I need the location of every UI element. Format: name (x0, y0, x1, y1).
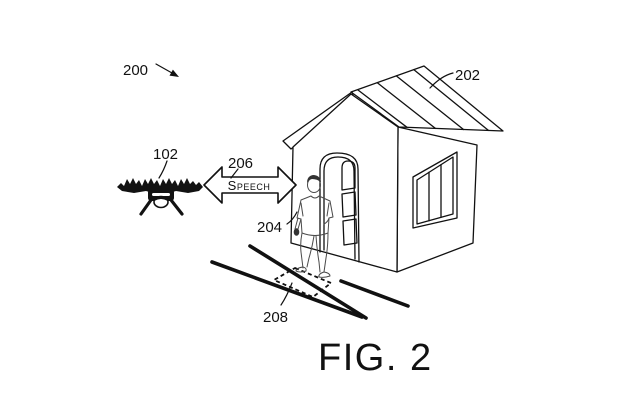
house-front-wall (290, 93, 399, 273)
reference-label-208: 208 (263, 309, 288, 326)
drone-icon (117, 178, 203, 216)
drone-rotors (117, 178, 203, 194)
roof-panel-line (395, 75, 465, 131)
person-right-hand (323, 217, 330, 225)
roof-panel-line (357, 89, 408, 128)
roof-panel-line (413, 68, 490, 132)
reference-200-pointer (155, 63, 179, 77)
reference-label-204: 204 (257, 219, 282, 236)
leader-line-202 (429, 72, 454, 89)
house-side-wall (396, 126, 478, 273)
leader-line-102 (158, 160, 168, 179)
window-outer-frame (412, 151, 458, 229)
path-edge-lower (210, 260, 364, 319)
leader-line-200 (155, 63, 173, 74)
double-headed-arrow (203, 166, 297, 204)
person-left-foot (295, 266, 307, 273)
person-legs (300, 232, 329, 273)
drone-leg (139, 198, 153, 216)
house-illustration (282, 65, 504, 273)
reference-label-206: 206 (228, 155, 253, 172)
landing-pad (273, 267, 332, 298)
reference-label-202: 202 (455, 67, 480, 84)
reference-labels: 200 102 206 202 204 208 (123, 62, 480, 326)
leader-line-206 (230, 168, 239, 179)
leader-line-204 (286, 211, 298, 225)
person-illustration (293, 175, 334, 278)
roof-panel-line (376, 82, 437, 130)
door-outer-arch (319, 152, 360, 263)
person-sleeve-seams (300, 202, 330, 217)
reference-label-200: 200 (123, 62, 148, 79)
door-inner-arch (323, 156, 356, 260)
leader-line-208 (280, 282, 293, 306)
drone-leg (169, 198, 184, 216)
speech-arrow-label: Speech (228, 178, 271, 193)
house-roof (350, 65, 504, 132)
speech-arrow: Speech (203, 166, 297, 204)
leader-lines (155, 63, 454, 306)
person-hair (307, 175, 321, 183)
figure-caption: FIG. 2 (318, 337, 433, 379)
ground-lines (210, 244, 410, 320)
house-window (412, 151, 458, 229)
drone-camera-top (153, 197, 169, 201)
person-held-object (293, 228, 300, 236)
door-panel (342, 218, 358, 246)
drone-body-slit (152, 193, 170, 196)
arrowhead-200 (169, 69, 179, 77)
reference-label-102: 102 (153, 146, 178, 163)
door-panel (341, 191, 357, 218)
path-edge-upper (248, 244, 368, 320)
house-door (319, 152, 360, 263)
person-left-arm (294, 217, 302, 230)
path-edge-right (339, 279, 410, 308)
door-panel (341, 160, 356, 191)
person-right-foot (318, 271, 331, 278)
